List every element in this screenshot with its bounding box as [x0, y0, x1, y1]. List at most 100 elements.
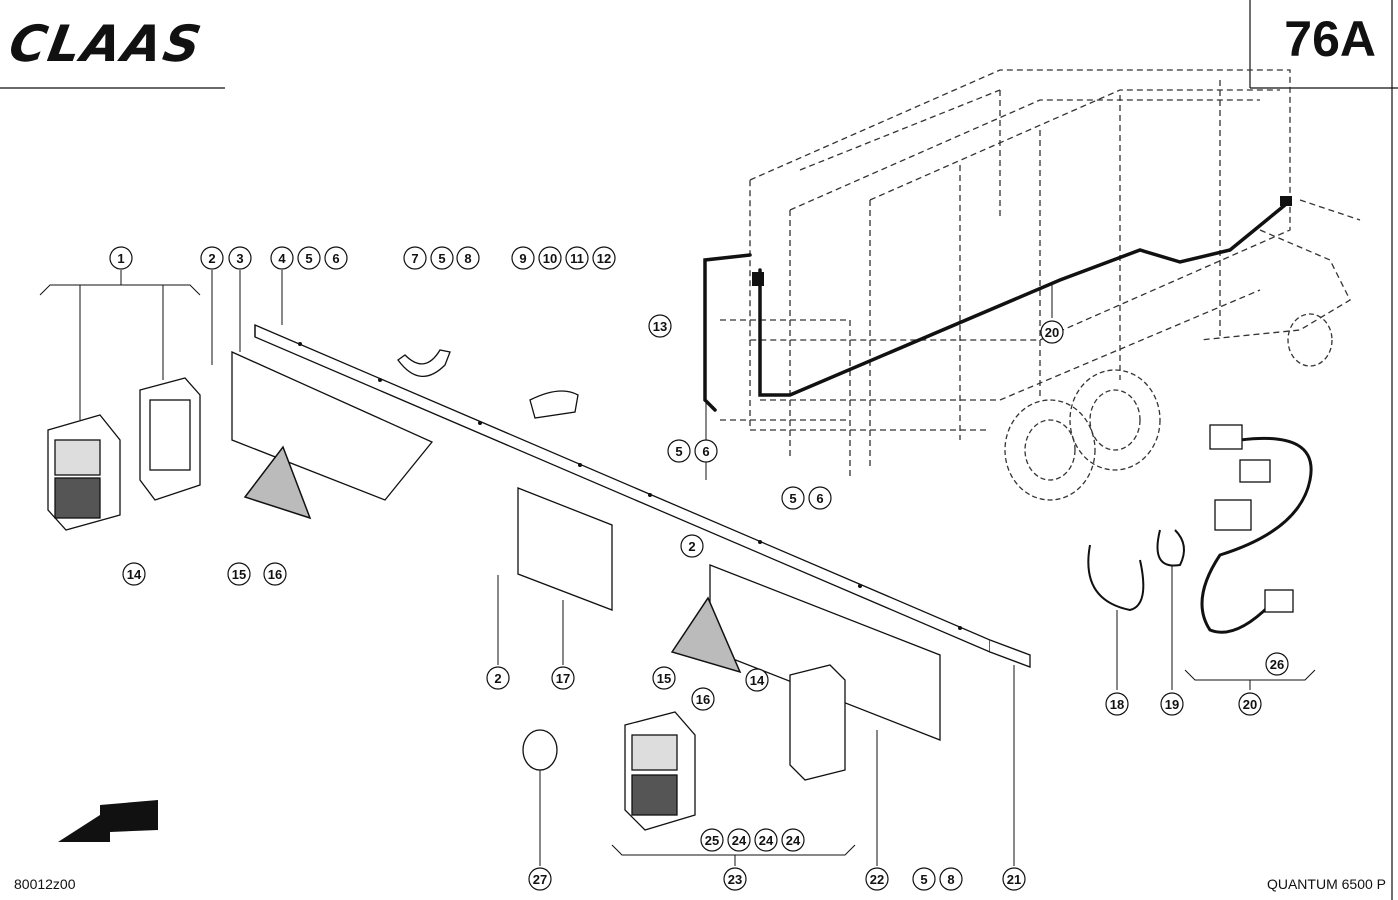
- svg-text:2: 2: [208, 251, 215, 266]
- callout-5c: 5: [667, 439, 691, 463]
- right-tail-lamp: [624, 664, 846, 831]
- svg-text:16: 16: [696, 692, 710, 707]
- callout-2b: 2: [680, 534, 704, 558]
- callout-19: 19: [1160, 692, 1184, 716]
- callout-5e: 5: [912, 867, 936, 891]
- callout-20a: 20: [1040, 320, 1064, 344]
- callout-9: 9: [511, 246, 535, 270]
- callout-25: 25: [700, 828, 724, 852]
- callout-2c: 2: [486, 666, 510, 690]
- svg-text:18: 18: [1110, 697, 1124, 712]
- callout-8b: 8: [939, 867, 963, 891]
- baler-wheels: [1004, 313, 1333, 501]
- callout-4: 4: [270, 246, 294, 270]
- svg-text:27: 27: [533, 872, 547, 887]
- svg-text:5: 5: [438, 251, 445, 266]
- svg-text:7: 7: [411, 251, 418, 266]
- page-number: 76A: [1284, 11, 1376, 67]
- direction-arrow: [58, 800, 158, 842]
- left-mounting-plate: [231, 350, 434, 501]
- rubber-pad: [529, 390, 579, 419]
- callout-6a: 6: [324, 246, 348, 270]
- callout-5d: 5: [781, 486, 805, 510]
- connector-harness: [1200, 436, 1313, 634]
- svg-text:26: 26: [1270, 657, 1284, 672]
- harness-plug: [1280, 196, 1292, 206]
- svg-text:24: 24: [732, 833, 747, 848]
- svg-text:9: 9: [519, 251, 526, 266]
- license-plate-bracket: [517, 487, 613, 611]
- lamp-bar: [254, 324, 1031, 668]
- lamp-bar-holes: [298, 342, 962, 630]
- svg-text:2: 2: [494, 671, 501, 686]
- svg-text:10: 10: [543, 251, 557, 266]
- harness-clip: [752, 272, 764, 286]
- svg-text:22: 22: [870, 872, 884, 887]
- callout-2a: 2: [200, 246, 224, 270]
- svg-text:14: 14: [750, 673, 765, 688]
- svg-text:20: 20: [1045, 325, 1059, 340]
- left-tail-lamp: [47, 377, 201, 531]
- callout-10: 10: [538, 246, 562, 270]
- callout-24c: 24: [781, 828, 805, 852]
- callout-5a: 5: [297, 246, 321, 270]
- pipe-clamp: [397, 349, 451, 378]
- callout-layer: 1 2 3 4 5 6 7 5 8 9 10 11 12 13 20 5 6 5…: [109, 246, 1289, 891]
- svg-text:5: 5: [675, 444, 682, 459]
- callout-23: 23: [723, 867, 747, 891]
- svg-text:15: 15: [657, 671, 671, 686]
- callout-17: 17: [551, 666, 575, 690]
- svg-text:20: 20: [1243, 697, 1257, 712]
- callout-14a: 14: [122, 562, 146, 586]
- callout-24a: 24: [727, 828, 751, 852]
- callout-11: 11: [565, 246, 589, 270]
- cable-tie-large: [1087, 544, 1145, 612]
- right-reflector-triangle: [670, 596, 742, 674]
- svg-text:25: 25: [705, 833, 719, 848]
- svg-text:23: 23: [728, 872, 742, 887]
- callout-15b: 15: [652, 666, 676, 690]
- callout-18: 18: [1105, 692, 1129, 716]
- cable-tie-small: [1156, 529, 1185, 567]
- svg-text:12: 12: [597, 251, 611, 266]
- svg-text:24: 24: [759, 833, 774, 848]
- callout-24b: 24: [754, 828, 778, 852]
- callout-1: 1: [109, 246, 133, 270]
- callout-6b: 6: [694, 439, 718, 463]
- svg-text:6: 6: [332, 251, 339, 266]
- svg-text:17: 17: [556, 671, 570, 686]
- callout-13: 13: [648, 314, 672, 338]
- svg-text:19: 19: [1165, 697, 1179, 712]
- callout-15a: 15: [227, 562, 251, 586]
- callout-12: 12: [592, 246, 616, 270]
- svg-text:14: 14: [127, 567, 142, 582]
- callout-5b: 5: [430, 246, 454, 270]
- svg-text:3: 3: [236, 251, 243, 266]
- callout-14b: 14: [745, 668, 769, 692]
- svg-text:6: 6: [816, 491, 823, 506]
- callout-22: 22: [865, 867, 889, 891]
- callout-16a: 16: [263, 562, 287, 586]
- svg-text:1: 1: [117, 251, 124, 266]
- svg-text:21: 21: [1007, 872, 1021, 887]
- svg-text:13: 13: [653, 319, 667, 334]
- callout-27: 27: [528, 867, 552, 891]
- drawing-number: 80012z00: [14, 876, 76, 892]
- callout-8a: 8: [456, 246, 480, 270]
- svg-text:24: 24: [786, 833, 801, 848]
- svg-text:16: 16: [268, 567, 282, 582]
- cap-plug: [522, 729, 558, 771]
- svg-text:15: 15: [232, 567, 246, 582]
- callout-3: 3: [228, 246, 252, 270]
- callout-7: 7: [403, 246, 427, 270]
- svg-text:8: 8: [947, 872, 954, 887]
- callout-6c: 6: [808, 486, 832, 510]
- svg-text:5: 5: [920, 872, 927, 887]
- callout-26: 26: [1265, 652, 1289, 676]
- model-name: QUANTUM 6500 P: [1266, 876, 1386, 892]
- baler-outline: [720, 69, 1361, 480]
- svg-text:2: 2: [688, 539, 695, 554]
